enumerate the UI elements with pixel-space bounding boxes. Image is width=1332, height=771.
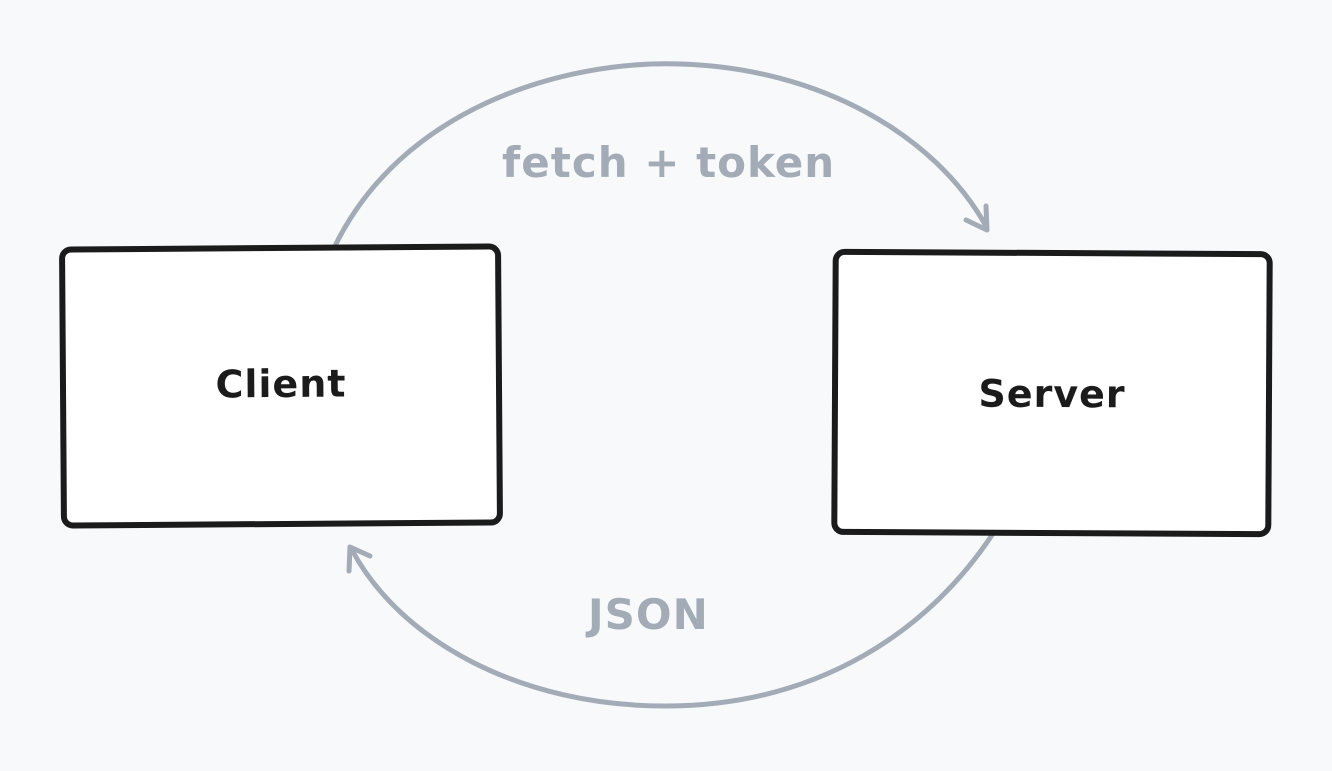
request-arrowhead [963,203,990,233]
client-node: Client [59,243,503,529]
request-edge-label: fetch + token [502,138,836,187]
request-arrow [331,61,989,251]
server-label: Server [978,371,1126,417]
response-arrowhead [346,544,373,574]
client-label: Client [215,361,347,407]
server-node: Server [831,248,1273,538]
response-edge-label: JSON [588,590,709,639]
response-arrow [349,529,997,709]
